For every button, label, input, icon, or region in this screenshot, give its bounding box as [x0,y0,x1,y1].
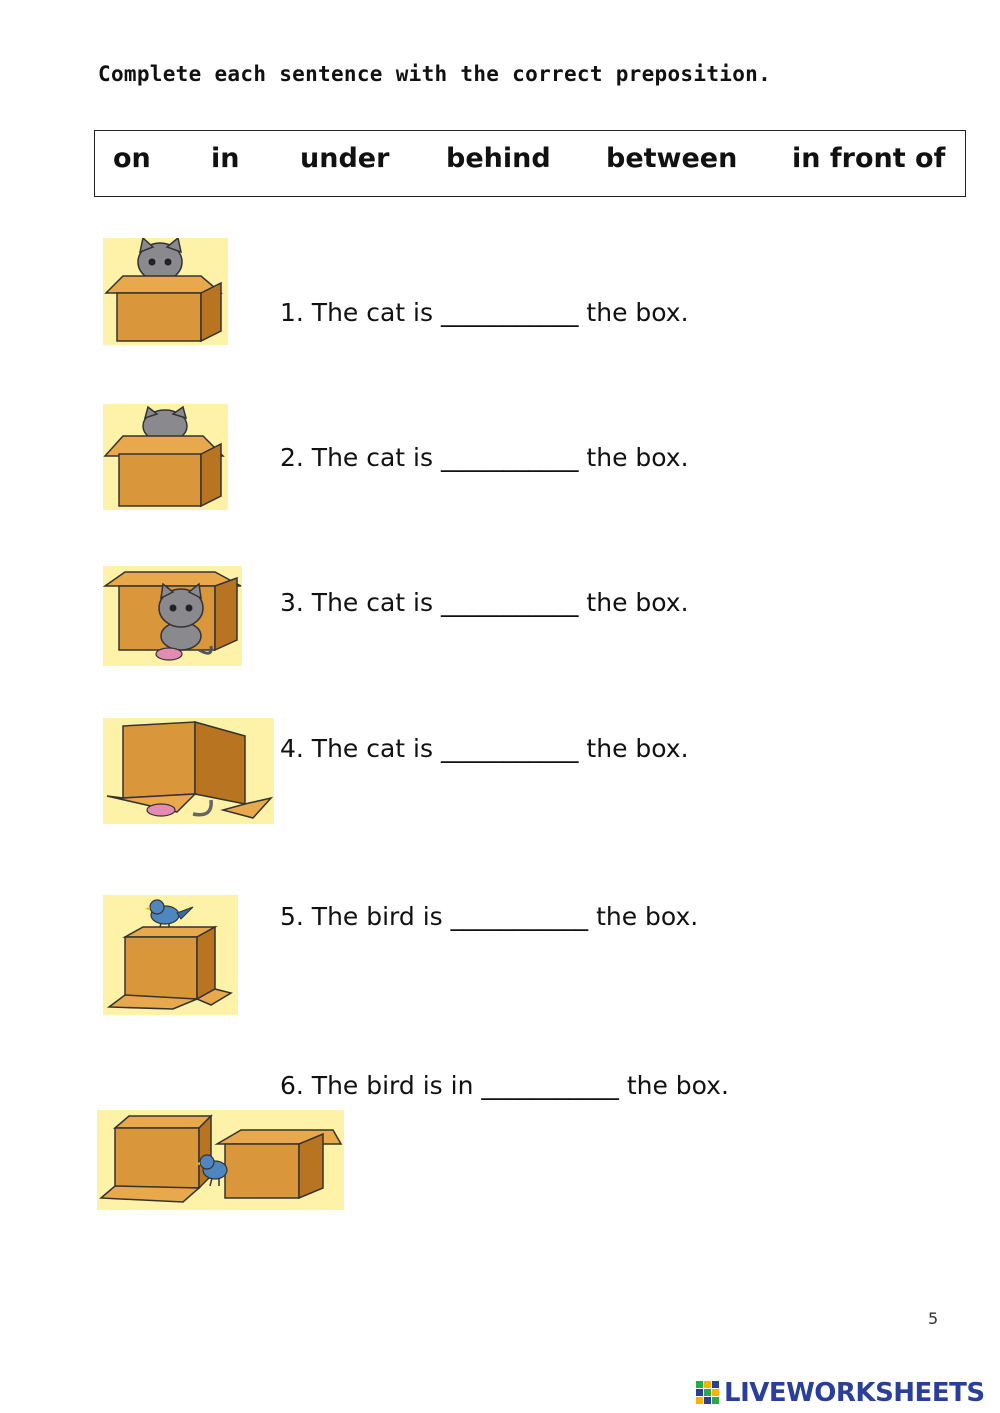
question-4: 4. The cat is ___________ the box. [280,734,689,763]
word-bank: on in under behind between in front of [94,130,966,197]
picture-cat-under-box [103,718,274,824]
word-bank-item-under: under [300,143,390,174]
liveworksheets-logo-icon [696,1381,719,1404]
picture-cat-behind-box [103,404,228,510]
liveworksheets-logo: LIVEWORKSHEETS [696,1376,985,1410]
picture-bird-on-box [103,895,238,1015]
picture-cat-in-front-of-box [103,566,242,666]
picture-bird-between-boxes [97,1110,344,1210]
instruction-text: Complete each sentence with the correct … [98,62,772,86]
page-number: 5 [928,1309,939,1328]
question-2: 2. The cat is ___________ the box. [280,443,689,472]
question-3: 3. The cat is ___________ the box. [280,588,689,617]
word-bank-item-behind: behind [446,143,551,174]
word-bank-item-in: in [211,143,240,174]
question-1: 1. The cat is ___________ the box. [280,298,689,327]
question-5: 5. The bird is ___________ the box. [280,902,699,931]
brand-name: LIVEWORKSHEETS [724,1378,985,1408]
word-bank-item-between: between [606,143,738,174]
word-bank-item-in-front-of: in front of [792,143,946,174]
question-6: 6. The bird is in ___________ the box. [280,1071,729,1100]
word-bank-item-on: on [113,143,151,174]
picture-cat-in-box [103,238,228,345]
